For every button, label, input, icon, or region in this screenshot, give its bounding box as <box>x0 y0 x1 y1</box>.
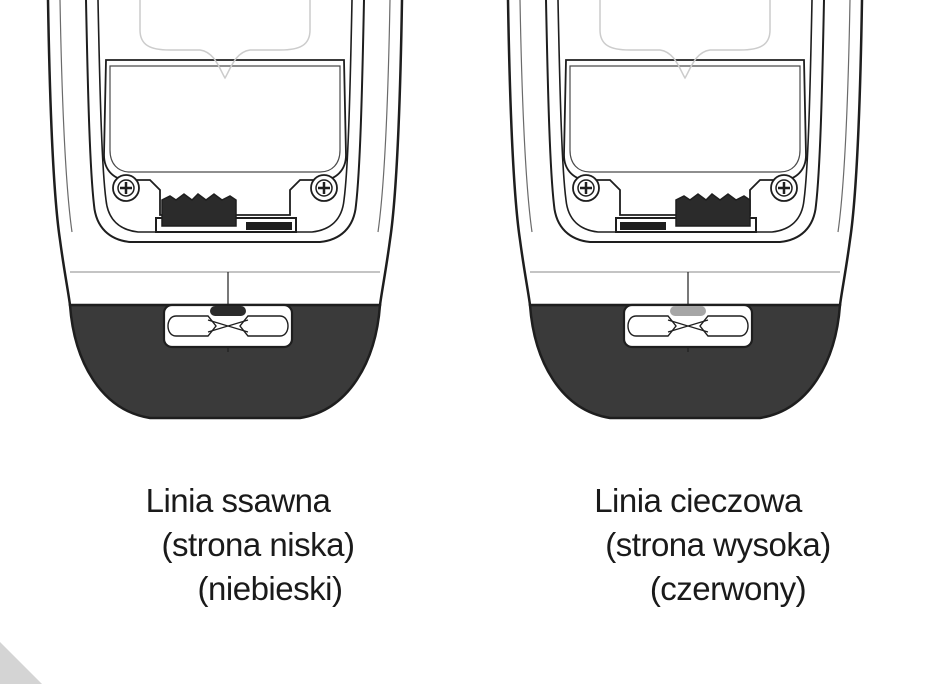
device-inner-outline-1 <box>519 0 533 233</box>
caption-line-3: (czerwony) <box>649 570 807 607</box>
selector-switch-knob <box>161 193 237 227</box>
screw-right-icon <box>310 174 338 202</box>
liquid-line-caption: Linia cieczowa (strona wysoka) (czerwony… <box>558 479 878 611</box>
caption-line-3: (niebieski) <box>197 570 343 607</box>
page-corner-decoration <box>0 642 42 684</box>
suction-line-caption: Linia ssawna (strona niska) (niebieski) <box>98 479 418 611</box>
device-dark-base <box>68 303 382 420</box>
device-bottom-drawing <box>46 0 404 420</box>
device-inner-outline-2 <box>377 0 391 233</box>
port-window <box>162 303 294 349</box>
battery-cover-inner <box>109 65 341 173</box>
screw-right-icon <box>770 174 798 202</box>
selector-switch-knob <box>675 193 751 227</box>
caption-line-1: Linia ssawna <box>145 482 331 519</box>
device-inner-outline-1 <box>59 0 73 233</box>
port-window <box>622 303 754 349</box>
port-indicator-suction <box>210 306 246 316</box>
liquid-line-unit-illustration <box>490 0 890 440</box>
device-bottom-drawing <box>506 0 864 420</box>
caption-line-2: (strona wysoka) <box>605 526 831 563</box>
connector-slot-inner <box>620 222 666 230</box>
screw-left-icon <box>572 174 600 202</box>
device-dark-base <box>528 303 842 420</box>
screw-left-icon <box>112 174 140 202</box>
device-inner-outline-2 <box>837 0 851 233</box>
battery-cover-inner <box>569 65 801 173</box>
caption-line-1: Linia cieczowa <box>594 482 802 519</box>
suction-line-unit-illustration <box>30 0 430 440</box>
connector-slot-inner <box>246 222 292 230</box>
caption-line-2: (strona niska) <box>161 526 355 563</box>
port-indicator-liquid <box>670 306 706 316</box>
faint-top-shape <box>599 0 771 80</box>
battery-cover-panel <box>103 59 347 216</box>
cover-recess-outer <box>545 0 825 243</box>
faint-top-shape <box>139 0 311 80</box>
cover-recess-outer <box>85 0 365 243</box>
